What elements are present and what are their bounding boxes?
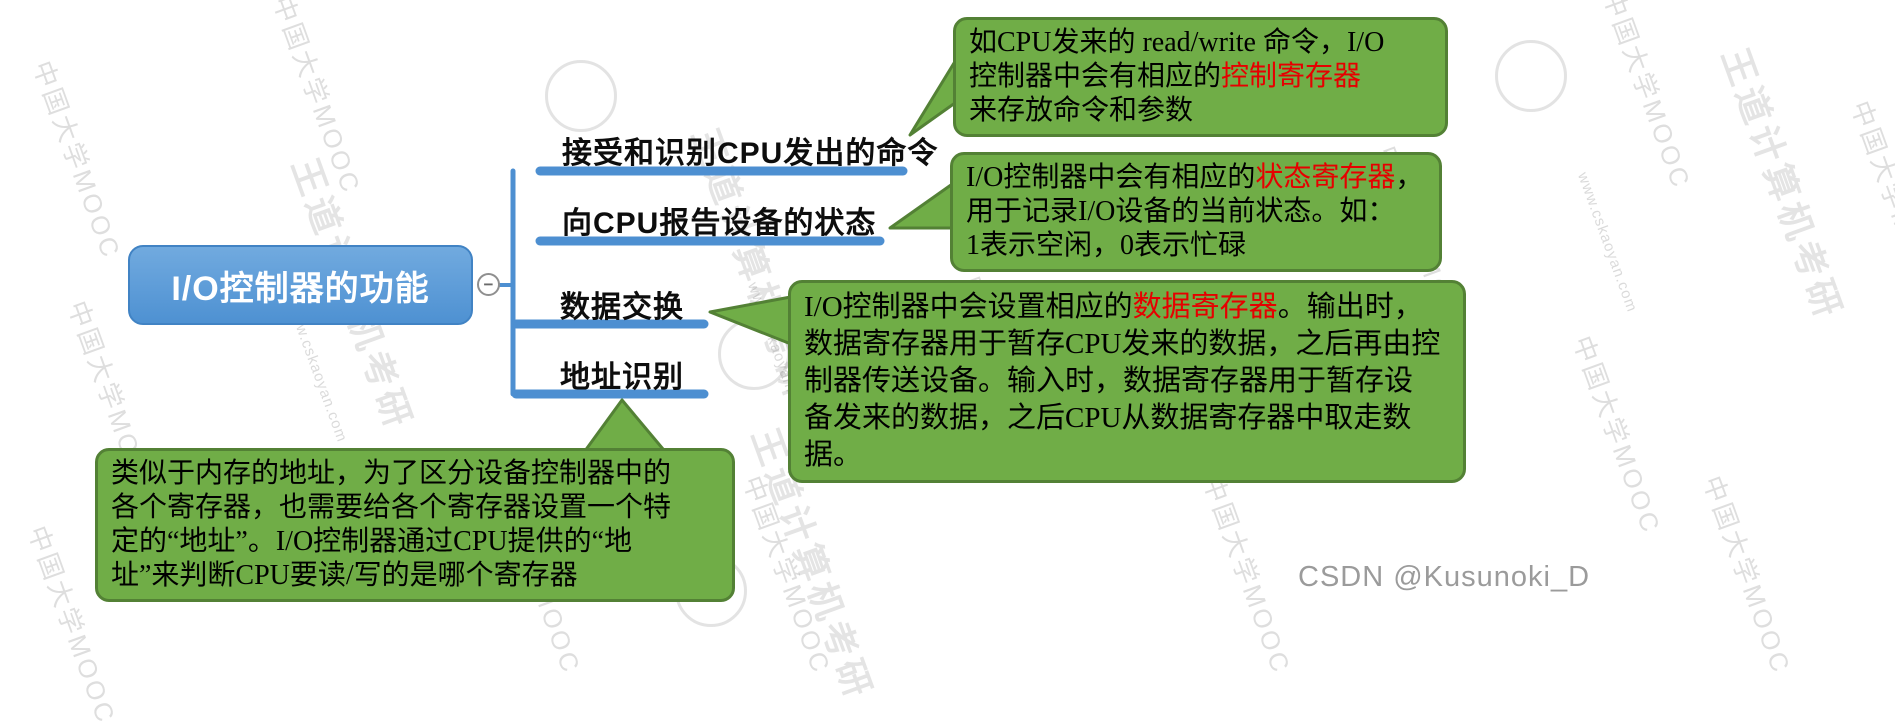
callout-status-register: I/O控制器中会有相应的状态寄存器， 用于记录I/O设备的当前状态。如： 1表示… [950,152,1442,272]
callout-text: 类似于内存的地址，为了区分设备控制器中的 各个寄存器，也需要给各个寄存器设置一个… [111,457,719,593]
callout-segment: 。输出时， 数据寄存器用于暂存CPU发来的数据，之后再由控 制器传送设备。输入时… [804,291,1441,471]
root-topic-label: I/O控制器的功能 [171,269,430,308]
callout-tail-4 [580,398,670,457]
callout-segment: 来存放命令和参数 [969,95,1194,126]
callout-segment: 如CPU发来的 read/write 命令，I/O 控制器中会有相应的 [969,27,1385,92]
callout-segment: I/O控制器中会有相应的 [966,162,1256,193]
watermark-logo-ring [545,60,617,132]
callout-segment: ， 用于记录I/O设备的当前状态。如： 1表示空闲，0表示忙碌 [966,162,1424,261]
callout-tail-2 [888,178,960,230]
callout-control-register: 如CPU发来的 read/write 命令，I/O 控制器中会有相应的控制寄存器… [953,17,1448,137]
collapse-toggle-icon: − [477,273,500,296]
branch-label-data-exchange: 数据交换 [560,291,684,324]
callout-segment: I/O控制器中会设置相应的 [804,291,1133,323]
callout-text: I/O控制器中会有相应的状态寄存器， 用于记录I/O设备的当前状态。如： 1表示… [966,161,1426,263]
callout-data-register: I/O控制器中会设置相应的数据寄存器。输出时， 数据寄存器用于暂存CPU发来的数… [788,280,1466,483]
branch-label-report-status: 向CPU报告设备的状态 [562,207,877,240]
callout-text: I/O控制器中会设置相应的数据寄存器。输出时， 数据寄存器用于暂存CPU发来的数… [804,289,1450,474]
callout-highlight: 数据寄存器 [1132,291,1278,323]
watermark-logo-ring [1495,40,1567,112]
minus-glyph: − [483,275,494,294]
csdn-watermark: CSDN @Kusunoki_D [1298,561,1591,593]
branch-label-accept-command: 接受和识别CPU发出的命令 [562,137,939,170]
branch-label-address-recognition: 地址识别 [560,361,684,394]
callout-segment: 类似于内存的地址，为了区分设备控制器中的 各个寄存器，也需要给各个寄存器设置一个… [111,458,672,591]
callout-highlight: 控制寄存器 [1221,61,1362,92]
callout-tail-3 [708,294,798,348]
callout-text: 如CPU发来的 read/write 命令，I/O 控制器中会有相应的控制寄存器… [969,26,1432,128]
callout-highlight: 状态寄存器 [1255,162,1396,193]
callout-address: 类似于内存的地址，为了区分设备控制器中的 各个寄存器，也需要给各个寄存器设置一个… [95,448,735,602]
root-topic-node: I/O控制器的功能 [128,245,473,325]
